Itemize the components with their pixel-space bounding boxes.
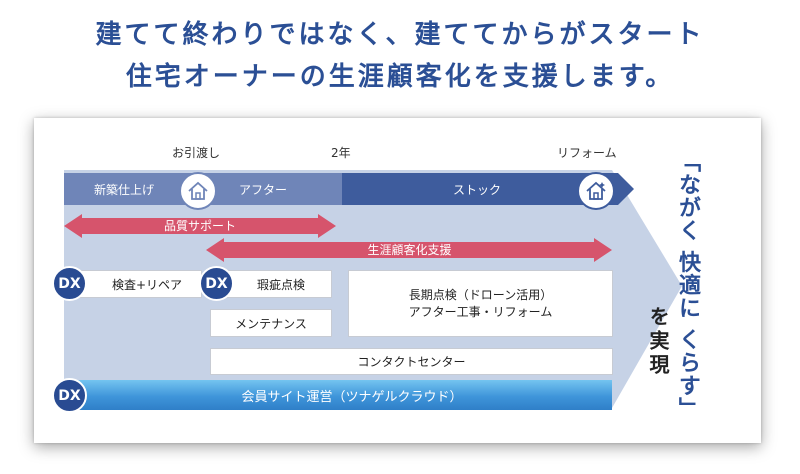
long-term-line-2: アフター工事・リフォーム <box>408 304 553 319</box>
maintenance-box: メンテナンス <box>210 309 332 337</box>
slogan: 「ながく 快適に くらす」 <box>674 150 700 420</box>
member-site-bar: 会員サイト運営（ツナゲルクラウド） <box>72 380 612 410</box>
quality-support-arrow <box>64 214 612 262</box>
long-term-inspection-box: 長期点検（ドローン活用） アフター工事・リフォーム <box>348 270 613 337</box>
dx-badge: DX <box>52 266 87 301</box>
inspect-repair-box: 検査+リペア <box>78 270 202 298</box>
customer-support-label: 生涯顧客化支援 <box>367 243 452 257</box>
headline-line-1: 建てて終わりではなく、建ててからがスタート <box>95 20 705 50</box>
slogan-col-1: 「ながく <box>675 150 700 242</box>
phase-new-finishing: 新築仕上げ <box>64 173 184 205</box>
slogan-realize: を実現 <box>646 306 670 378</box>
milestone-2years: 2年 <box>331 146 351 160</box>
headline-line-2: 住宅オーナーの生涯顧客化を支援します。 <box>125 62 675 92</box>
phase-stock: ストック <box>342 173 612 205</box>
slogan-col-3: くらす」 <box>675 328 700 421</box>
house-icon <box>179 172 217 210</box>
milestone-handover: お引渡し <box>172 146 221 160</box>
slogan-col-2: 快適に <box>675 250 700 320</box>
diagram-card: お引渡し 2年 リフォーム 新築仕上げ アフター ストック 品質サポート 生涯顧… <box>34 118 761 443</box>
milestone-reform: リフォーム <box>557 146 617 160</box>
house-sparkle-icon <box>577 172 615 210</box>
dx-badge: DX <box>52 378 87 413</box>
contact-center-box: コンタクトセンター <box>210 348 613 375</box>
dx-badge: DX <box>199 266 234 301</box>
long-term-line-1: 長期点検（ドローン活用） <box>408 287 553 302</box>
phase-stock-arrowhead <box>612 173 634 205</box>
quality-support-label: 品質サポート <box>163 219 236 233</box>
